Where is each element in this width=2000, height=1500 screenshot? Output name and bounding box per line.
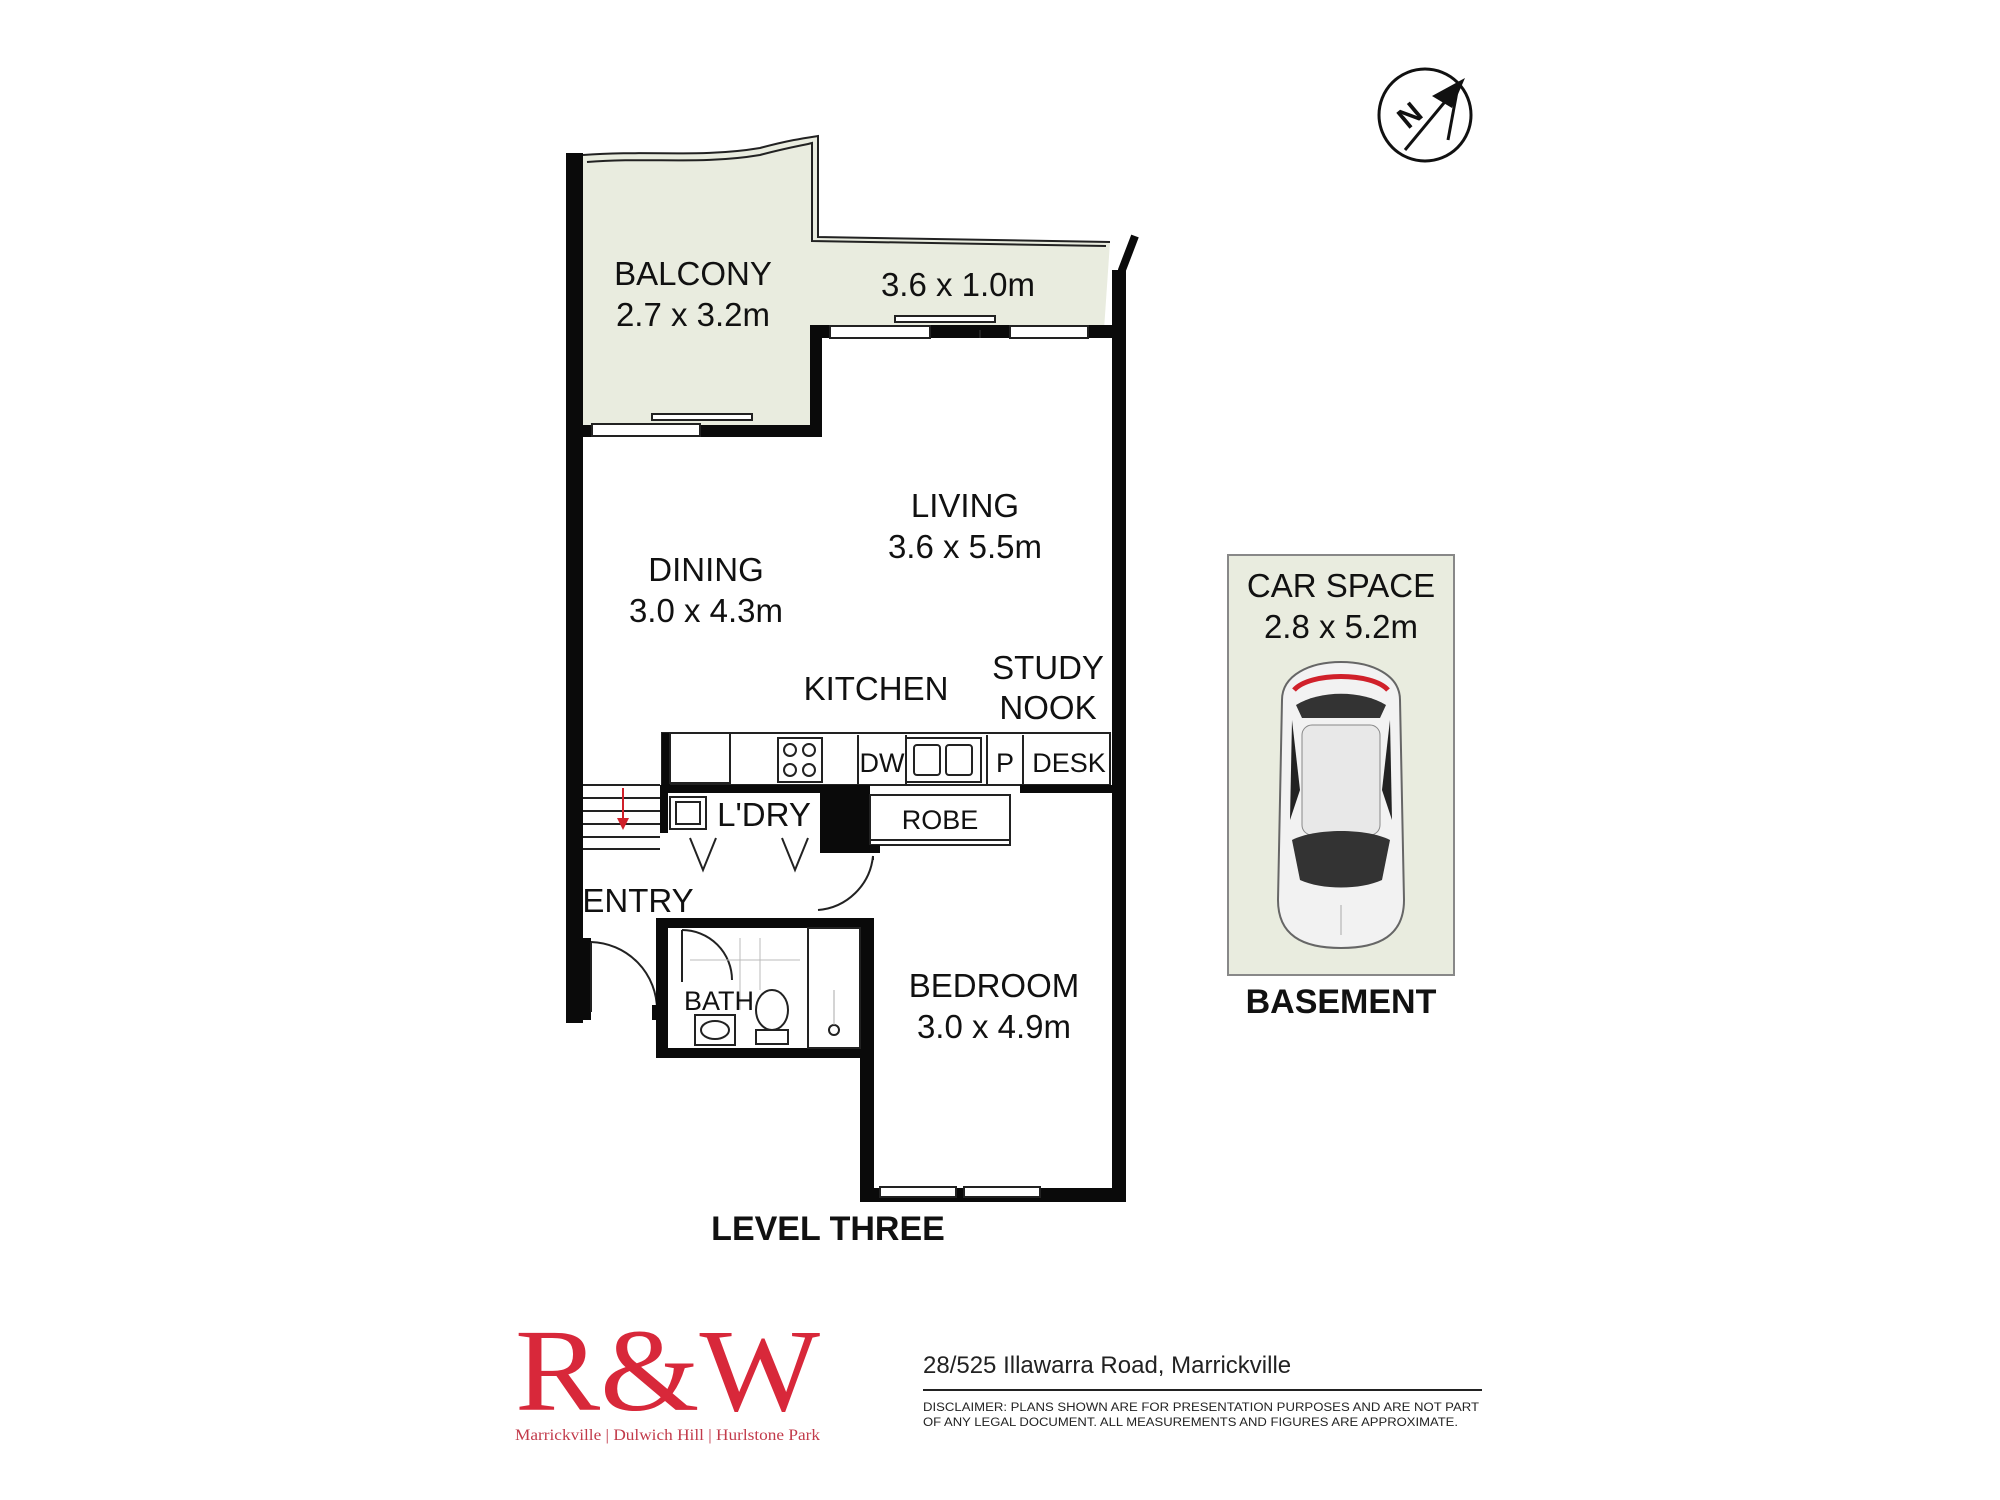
west-wall bbox=[566, 153, 583, 1023]
east-wall bbox=[1112, 270, 1126, 1200]
level-caption: LEVEL THREE bbox=[711, 1210, 945, 1248]
balcony-window-left bbox=[591, 423, 701, 437]
toilet-icon bbox=[755, 989, 789, 1045]
bathroom bbox=[656, 918, 874, 1058]
stairs bbox=[583, 784, 660, 850]
kitchen-bench bbox=[661, 732, 1112, 793]
desk-label: DESK bbox=[1032, 748, 1106, 778]
disclaimer-line1: DISCLAIMER: PLANS SHOWN ARE FOR PRESENTA… bbox=[923, 1402, 1479, 1414]
bedroom-label: BEDROOM bbox=[909, 967, 1080, 1004]
robe-divider-wall bbox=[820, 785, 870, 845]
balcony-size: 2.7 x 3.2m bbox=[616, 296, 770, 333]
bedroom-window bbox=[879, 1186, 957, 1198]
entry-door bbox=[583, 938, 662, 1020]
balcony-partition-wall bbox=[810, 325, 822, 437]
living-label: LIVING bbox=[911, 487, 1019, 524]
bedroom-door-swing bbox=[817, 855, 874, 911]
robe-label: ROBE bbox=[902, 805, 979, 835]
laundry-label: L'DRY bbox=[717, 796, 811, 833]
bath-label: BATH bbox=[684, 986, 754, 1016]
car-space-size: 2.8 x 5.2m bbox=[1264, 608, 1418, 645]
shower-drain-icon bbox=[828, 990, 840, 1036]
laundry-wall bbox=[660, 785, 820, 793]
bath-basin-icon bbox=[694, 1014, 736, 1046]
kitchen-sink-icon bbox=[905, 737, 982, 783]
living-window-right bbox=[1009, 325, 1089, 339]
cooktop-icon bbox=[777, 737, 823, 783]
entry-label: ENTRY bbox=[582, 882, 693, 919]
car-space: CAR SPACE 2.8 x 5.2m BASEMENT bbox=[1227, 554, 1455, 1021]
north-compass-icon: N bbox=[1377, 67, 1473, 163]
bedroom-west-wall bbox=[860, 918, 874, 1202]
study-nook-label-line2: NOOK bbox=[999, 689, 1096, 726]
basement-caption: BASEMENT bbox=[1246, 983, 1437, 1021]
kitchen-label: KITCHEN bbox=[804, 670, 949, 707]
pantry-label: P bbox=[996, 748, 1014, 778]
balcony-label: BALCONY bbox=[614, 255, 772, 292]
living-size: 3.6 x 5.5m bbox=[888, 528, 1042, 565]
bedroom-size: 3.0 x 4.9m bbox=[917, 1008, 1071, 1045]
dining-size: 3.0 x 4.3m bbox=[629, 592, 783, 629]
brand-logo: R&W bbox=[515, 1305, 821, 1436]
balcony-area bbox=[583, 136, 1110, 425]
brand-offices: Marrickville | Dulwich Hill | Hurlstone … bbox=[515, 1427, 820, 1444]
study-nook-label-line1: STUDY bbox=[992, 649, 1104, 686]
balcony-outline bbox=[582, 134, 1111, 243]
property-address: 28/525 Illawarra Road, Marrickville bbox=[923, 1352, 1291, 1379]
dining-label: DINING bbox=[648, 551, 764, 588]
dishwasher-label: DW bbox=[860, 748, 905, 778]
living-window-left bbox=[829, 325, 931, 339]
car-icon bbox=[1276, 660, 1406, 950]
laundry-tub-icon bbox=[669, 796, 707, 830]
balcony-extension-size: 3.6 x 1.0m bbox=[881, 266, 1035, 303]
disclaimer-line2: OF ANY LEGAL DOCUMENT. ALL MEASUREMENTS … bbox=[923, 1417, 1458, 1429]
car-space-label: CAR SPACE bbox=[1247, 567, 1435, 604]
